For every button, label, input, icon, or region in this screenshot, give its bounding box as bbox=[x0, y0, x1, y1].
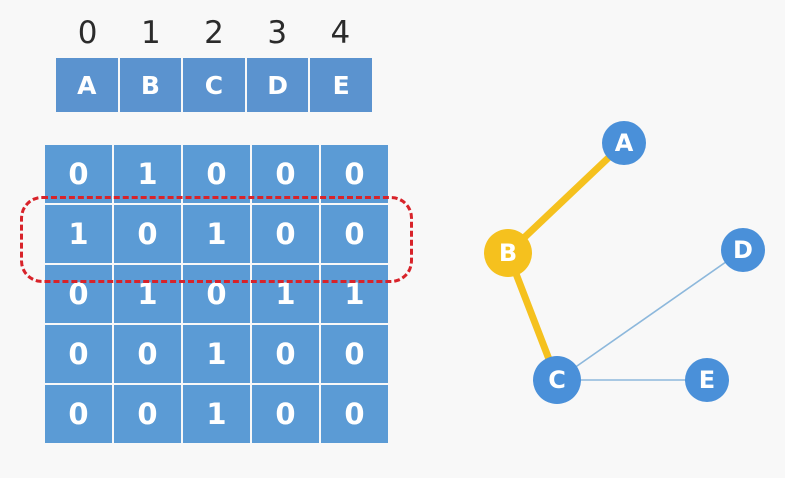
column-index-row: 0 1 2 3 4 bbox=[56, 12, 372, 54]
matrix-cell: 0 bbox=[114, 385, 181, 443]
vertex-cell-c: C bbox=[183, 58, 245, 112]
matrix-cell: 0 bbox=[45, 145, 112, 203]
vertex-cell-d: D bbox=[246, 58, 309, 112]
matrix-cell: 0 bbox=[321, 205, 388, 263]
matrix-cell: 1 bbox=[183, 385, 250, 443]
vertex-cell-b: B bbox=[119, 58, 182, 112]
column-index-2: 2 bbox=[204, 15, 224, 51]
graph-node-b[interactable]: B bbox=[484, 229, 532, 277]
graph-node-circle-e bbox=[685, 358, 729, 402]
graph-node-a[interactable]: A bbox=[602, 121, 646, 165]
graph-node-label-a: A bbox=[615, 129, 634, 157]
matrix-row-highlighted: 1 0 1 0 0 bbox=[45, 205, 388, 263]
matrix-cell: 0 bbox=[45, 385, 112, 443]
matrix-cell: 1 bbox=[114, 265, 181, 323]
graph-node-circle-c bbox=[533, 356, 581, 404]
matrix-cell: 0 bbox=[114, 205, 181, 263]
graph-node-label-c: C bbox=[548, 366, 566, 394]
matrix-cell: 1 bbox=[114, 145, 181, 203]
graph-node-circle-d bbox=[721, 228, 765, 272]
graph-node-c[interactable]: C bbox=[533, 356, 581, 404]
vertex-cell-e: E bbox=[310, 58, 372, 112]
column-index-1: 1 bbox=[140, 15, 161, 51]
matrix-cell: 0 bbox=[45, 265, 112, 323]
matrix-cell: 0 bbox=[183, 145, 250, 203]
node-layer: A B C D E bbox=[484, 121, 765, 404]
matrix-cell: 1 bbox=[183, 325, 250, 383]
matrix-cell: 0 bbox=[321, 385, 388, 443]
matrix-cell: 0 bbox=[321, 325, 388, 383]
vertex-cell-a: A bbox=[56, 58, 118, 112]
graph-diagram: A B C D E bbox=[440, 0, 785, 478]
column-index-0: 0 bbox=[77, 15, 98, 51]
graph-node-d[interactable]: D bbox=[721, 228, 765, 272]
matrix-cell: 0 bbox=[114, 325, 181, 383]
graph-node-circle-a bbox=[602, 121, 646, 165]
graph-node-label-b: B bbox=[499, 239, 517, 267]
matrix-cell: 1 bbox=[252, 265, 319, 323]
graph-node-e[interactable]: E bbox=[685, 358, 729, 402]
matrix-cell: 0 bbox=[252, 325, 319, 383]
matrix-row: 0 1 0 0 0 bbox=[45, 145, 388, 203]
matrix-cell: 0 bbox=[252, 205, 319, 263]
adjacency-matrix: 0 1 0 0 0 1 0 1 0 0 0 1 0 1 1 0 0 1 0 0 bbox=[45, 145, 388, 443]
matrix-row: 0 0 1 0 0 bbox=[45, 385, 388, 443]
vertex-label-row: A B C D E bbox=[56, 58, 372, 112]
matrix-row: 0 1 0 1 1 bbox=[45, 265, 388, 323]
matrix-cell: 1 bbox=[183, 205, 250, 263]
matrix-cell: 1 bbox=[321, 265, 388, 323]
matrix-cell: 1 bbox=[45, 205, 112, 263]
matrix-cell: 0 bbox=[321, 145, 388, 203]
column-index-4: 4 bbox=[330, 15, 351, 51]
graph-node-label-e: E bbox=[699, 366, 715, 394]
graph-edge-c-d bbox=[556, 249, 744, 381]
matrix-cell: 0 bbox=[183, 265, 250, 323]
matrix-cell: 0 bbox=[252, 385, 319, 443]
edge-layer bbox=[504, 139, 744, 384]
column-index-3: 3 bbox=[267, 15, 288, 51]
graph-node-label-d: D bbox=[733, 236, 753, 264]
matrix-cell: 0 bbox=[45, 325, 112, 383]
graph-svg: A B C D E bbox=[484, 121, 765, 404]
graph-edge-b-a bbox=[504, 139, 628, 257]
graph-node-circle-b bbox=[484, 229, 532, 277]
matrix-cell: 0 bbox=[252, 145, 319, 203]
matrix-row: 0 0 1 0 0 bbox=[45, 325, 388, 383]
